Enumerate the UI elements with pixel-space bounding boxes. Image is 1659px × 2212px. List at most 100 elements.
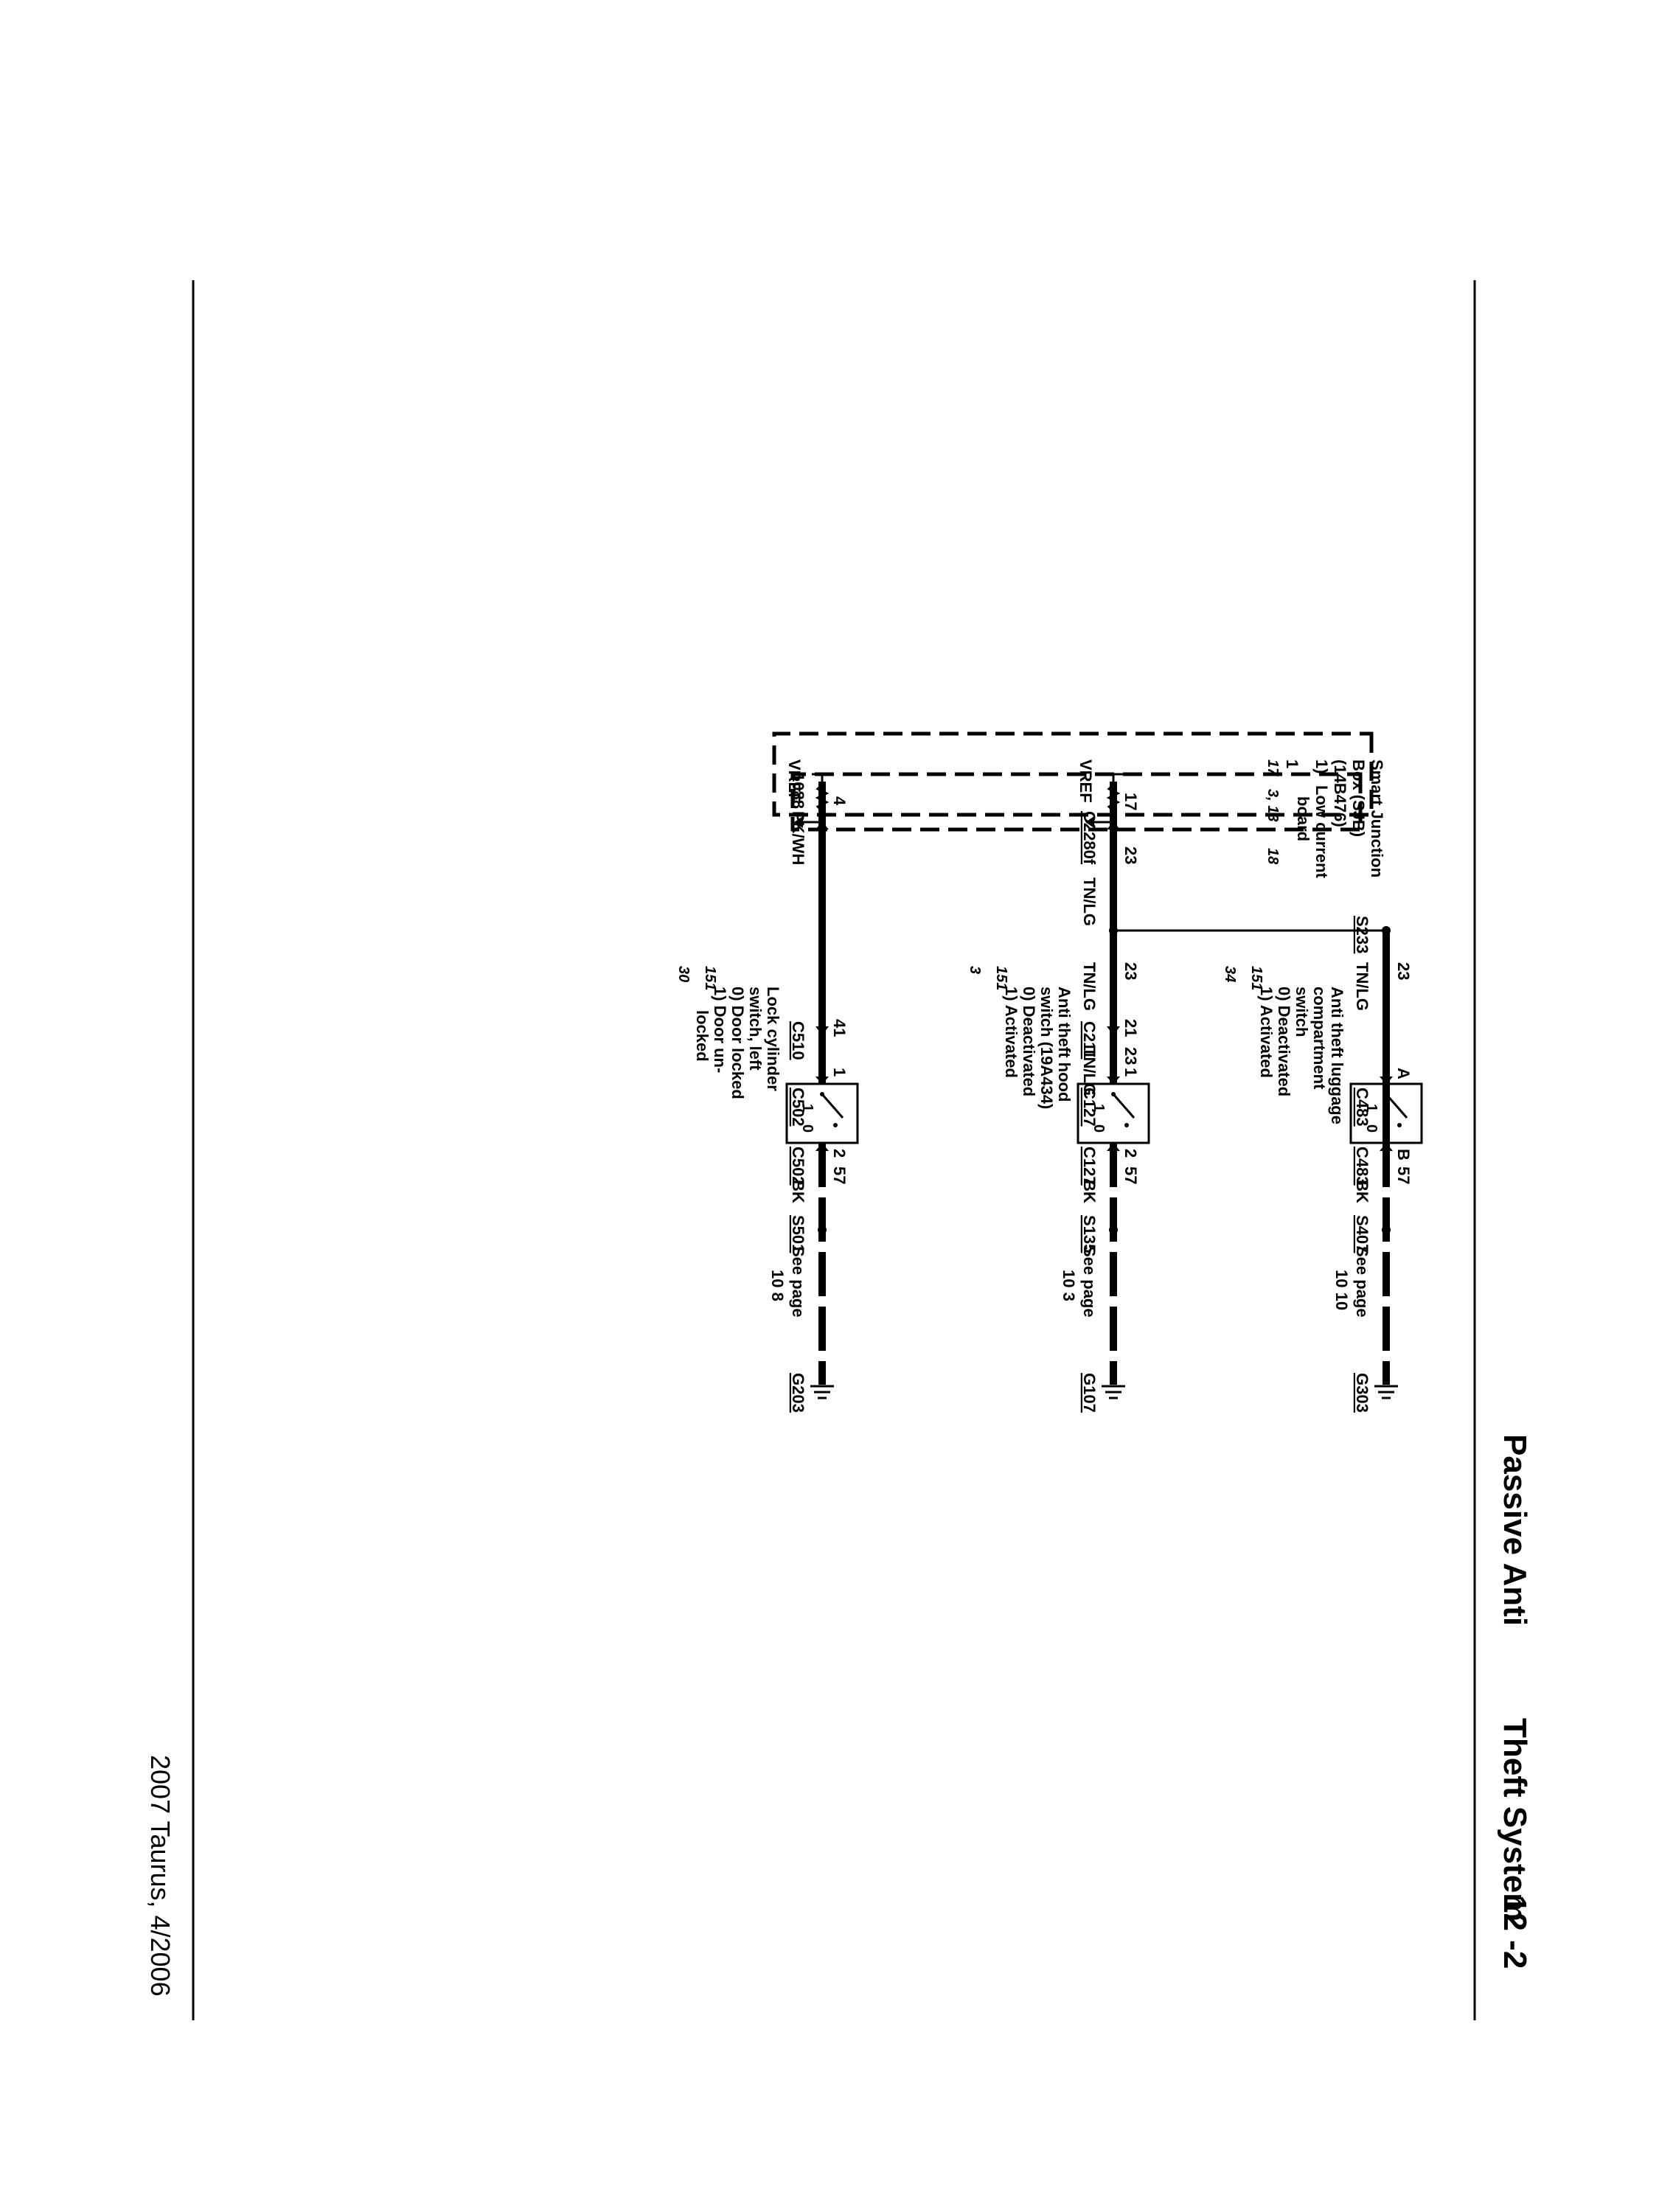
inline-arrow-0 [815,1026,829,1035]
vref-left-label: VREF [785,759,804,803]
sjb-line1: Smart Junction [1368,759,1386,877]
ground-label-1: G107 [1080,1373,1099,1413]
switch-pin-bottom-0: 2 [830,1149,849,1158]
switch-connector-top-2: C483 [1353,1088,1371,1127]
switch-connector-bottom-0: C502 [789,1147,807,1186]
see-page-0: See page [789,1246,807,1318]
sjb-connector: C2280f [1080,811,1099,865]
splice-2: S407 [1353,1215,1371,1253]
switch-name2-0: switch, left [746,987,765,1071]
ground-wire-color-1: BK [1080,1180,1099,1203]
ref-a-2: 151 [1248,966,1265,990]
sjb-line2: Box (SJB) [1349,759,1368,837]
switch-pin-bottom-2: B [1394,1149,1413,1161]
inline-arrow-1 [1107,1026,1120,1035]
inline-connector-0: C510 [789,1021,807,1060]
circuit-number-0: 1088 [789,773,807,809]
switch-connector-bottom-2: C483 [1353,1147,1371,1186]
switch-name1-0: Lock cylinder [764,987,782,1091]
ground-wire-color-2: BK [1353,1180,1371,1203]
see-page-nums-2: 10 10 [1332,1270,1351,1310]
state1b-0: locked [693,1010,712,1062]
state0-1: 0) Deactivated [1020,987,1038,1096]
wire-color-1: TN/LG [1080,877,1099,926]
see-page-nums-0: 10 8 [768,1270,787,1301]
switch-in-arrow-0 [815,1077,829,1085]
diode [1085,816,1094,828]
pin-top-0: 4 [830,796,849,806]
ground-circuit-1: 57 [1121,1166,1140,1184]
switch-connector-bottom-1: C127 [1080,1147,1099,1186]
sjb-pin-arrow-0 [815,821,829,830]
title-right: Theft System [1497,1718,1533,1921]
switch-contact-2 [1397,1123,1402,1127]
ref-b-1: 3 [967,966,983,974]
switch-pivot-0 [820,1092,824,1096]
switch-blade-1 [1112,1093,1135,1119]
inline-pin-0: 41 [830,1019,849,1037]
switch-connector-top-1: C127 [1080,1088,1099,1127]
pin-top-1: 17 [1121,793,1140,810]
splice-0: S501 [789,1215,807,1253]
sjb-outer-box [772,731,1374,817]
switch-pos0-0: 0 [799,1124,815,1133]
see-page-nums-1: 10 3 [1060,1270,1078,1301]
mid-circuit-1: 23 [1121,962,1140,980]
switch-pos1-0: 1 [799,1104,815,1112]
switch-pos0-1: 0 [1091,1124,1107,1133]
ref-a-1: 151 [993,966,1009,990]
ref-a-0: 151 [702,966,718,990]
sjb-item-marker: 1 [1283,759,1301,768]
lower-wire-color-1: TN/LG [1080,1047,1099,1096]
sjb-item-text2: board [1294,796,1312,841]
switch-connector-top-0: C502 [789,1088,807,1127]
switch-in-arrow-1 [1107,1077,1120,1085]
switch-name3-2: switch [1293,987,1311,1037]
state1-0: 1) Door un- [711,987,729,1073]
switch-pos0-2: 0 [1363,1124,1380,1133]
ground-wire-color-0: BK [789,1180,807,1203]
circuit-number-1: 23 [1121,846,1140,864]
switch-pivot-1 [1111,1092,1116,1096]
switch-blade-0 [821,1093,844,1119]
splice-dot-1 [1109,1225,1118,1234]
switch-blade-2 [1385,1093,1408,1119]
vref-right-label: VREF [1077,759,1095,803]
see-page-1: See page [1080,1246,1099,1318]
wire-color-0: PK/WH [789,811,807,865]
switch-pin-top-2: A [1394,1068,1413,1079]
splice-dot-0 [818,1225,827,1234]
switch-contact-0 [833,1123,838,1127]
state0-0: 0) Door locked [728,987,747,1099]
switch-name2-2: compartment [1310,987,1329,1090]
circuit-number-2: 23 [1394,962,1413,980]
page-number: 12 -2 [1497,1895,1533,1969]
sjb-ref-c: 18 [1265,848,1281,865]
wire-color-2: TN/LG [1353,962,1371,1011]
sjb-item-num: 1) [1312,759,1331,774]
switch-name1-1: Anti theft hood [1055,987,1074,1102]
lower-circuit-1: 23 [1121,1047,1140,1065]
ref-b-0: 30 [675,966,692,982]
sjb-label: Smart Junction Box (SJB) (14B476) 1) Low… [1265,759,1386,879]
sjb-inner-box [790,772,1363,832]
switch-pin-top-0: 1 [830,1068,849,1077]
switch-pin-bottom-1: 2 [1121,1149,1140,1158]
mid-wire-color-1: TN/LG [1080,962,1099,1011]
switch-name1-2: Anti theft luggage [1328,987,1346,1124]
switch-pivot-2 [1384,1092,1388,1096]
ground-label-2: G303 [1353,1373,1371,1413]
sjb-line3: (14B476) [1331,759,1349,827]
sjb-ref-b: 3, 13 [1265,789,1281,821]
inline-pin-1: 21 [1121,1019,1140,1037]
sjb-ref-a: 17 [1265,759,1281,776]
state1-1: 1) Activated [1002,987,1020,1078]
ground-label-0: G203 [789,1373,807,1413]
splice-top-2: S233 [1353,916,1371,953]
title-left: Passive Anti [1497,1434,1533,1626]
sjb-pin-arrow-1 [1107,821,1120,830]
see-page-2: See page [1353,1246,1371,1318]
